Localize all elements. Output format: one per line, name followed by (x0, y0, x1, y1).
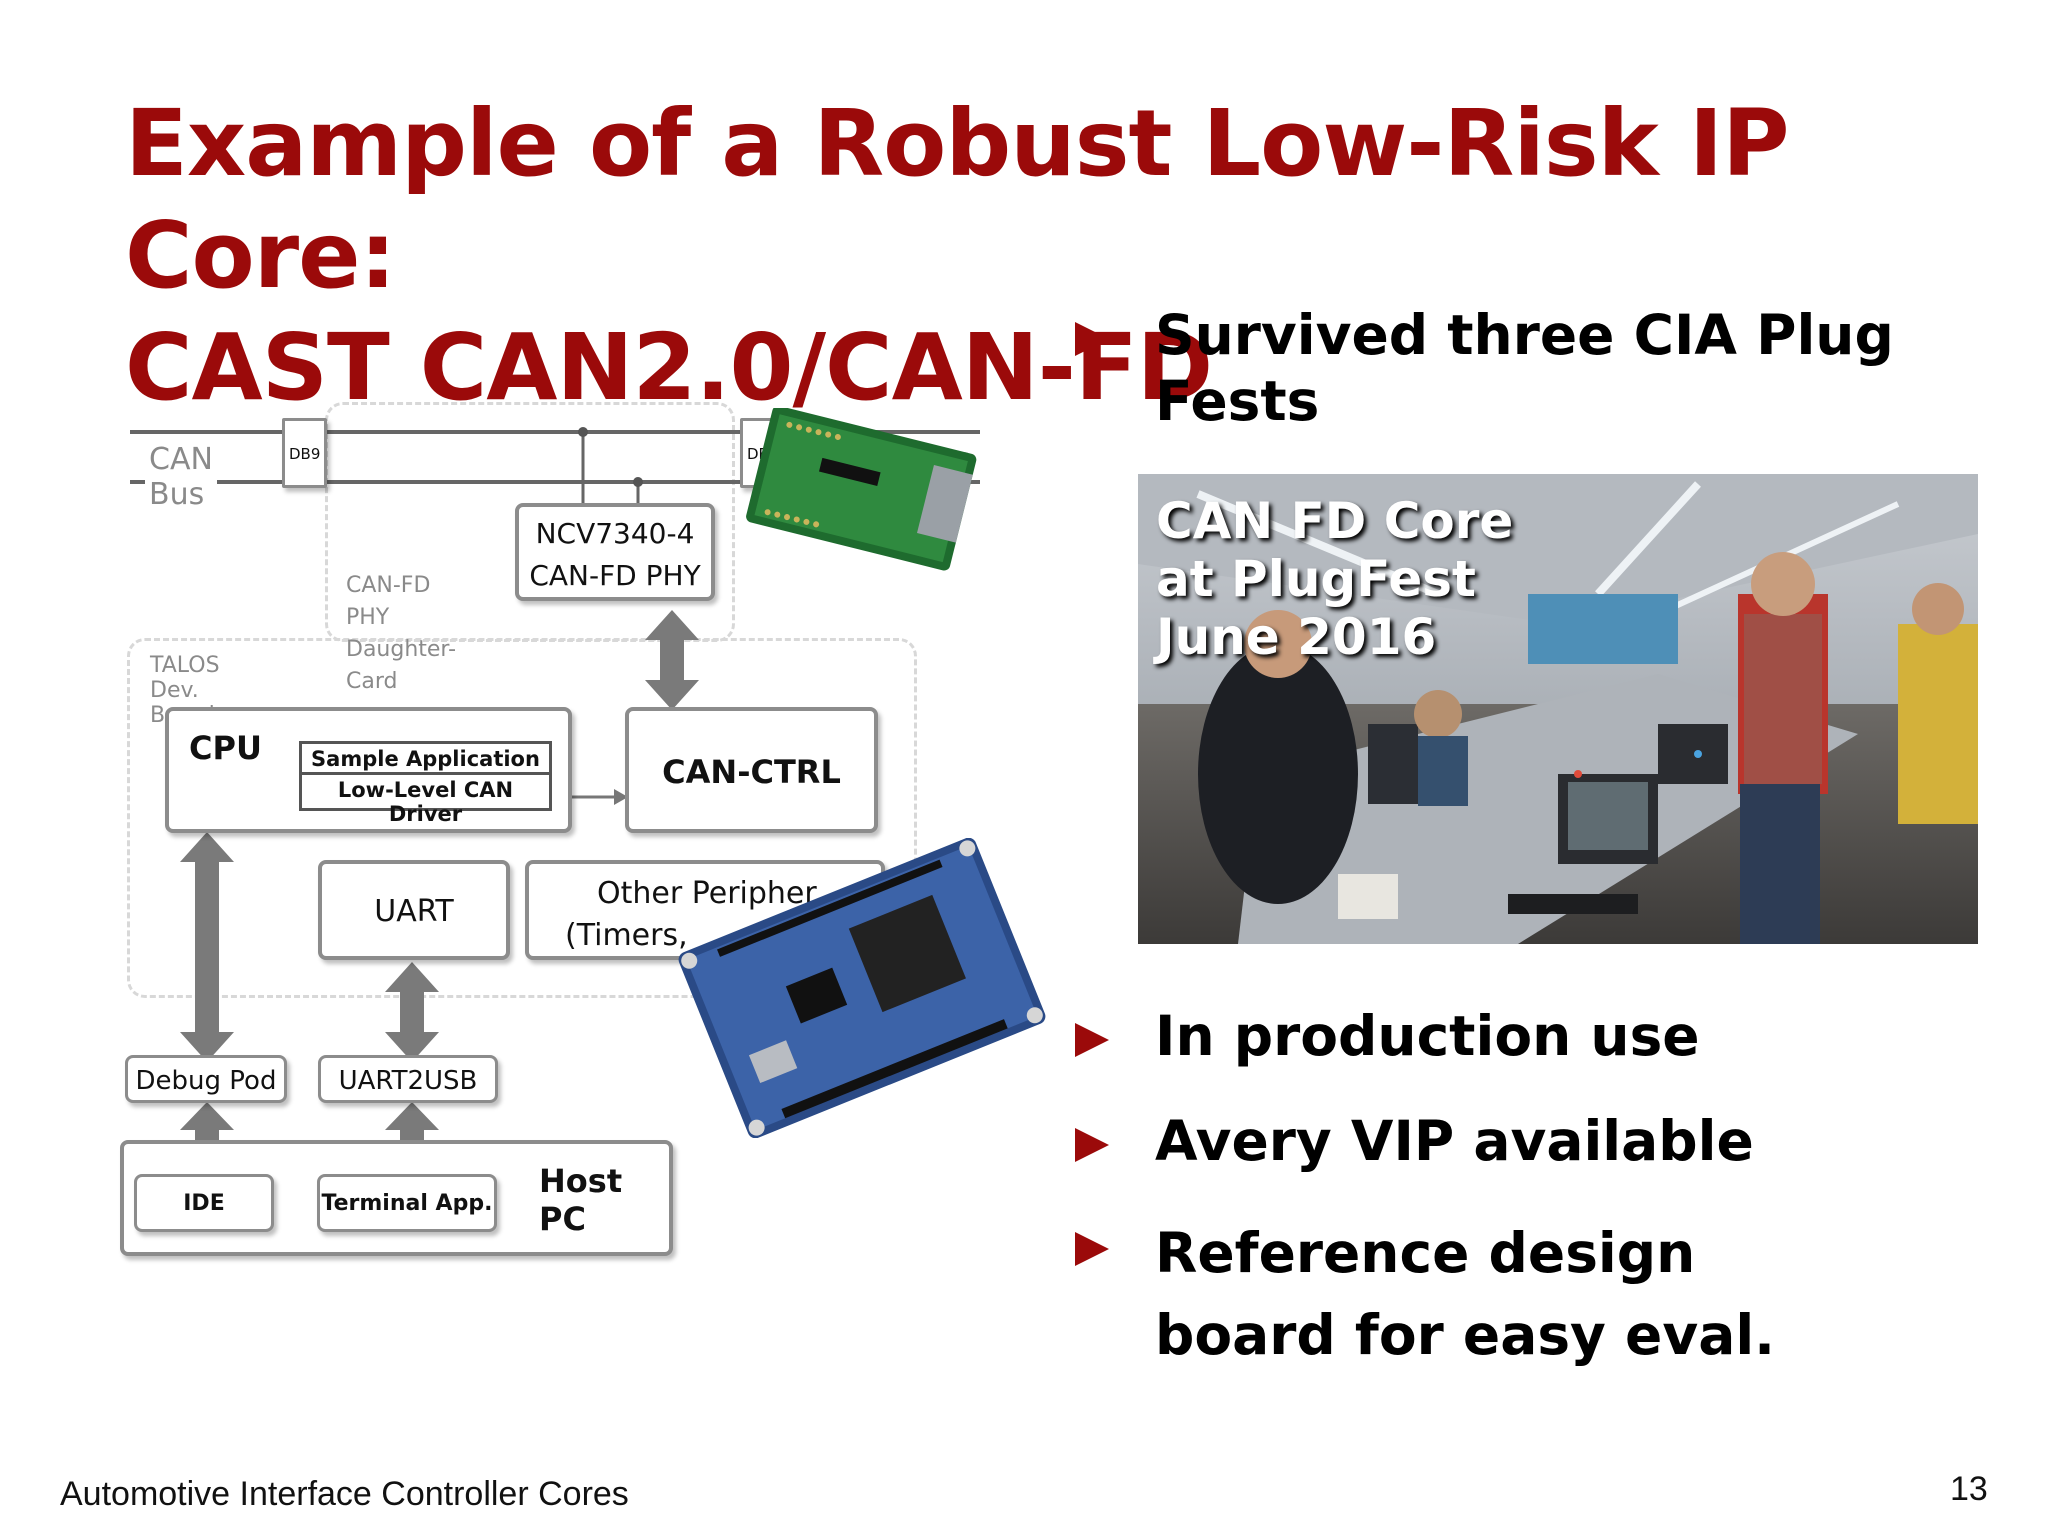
plugfest-photo: CAN FD Core at PlugFest June 2016 (1138, 474, 1978, 944)
slide-title: Example of a Robust Low-Risk IP Core: CA… (125, 88, 2025, 424)
cpu-label: CPU (189, 729, 262, 767)
phy-board-photo (746, 408, 977, 571)
terminal-app-block: Terminal App. (317, 1174, 497, 1232)
bullet-text: board for easy eval. (1155, 1303, 1776, 1367)
bullet-text: Fests (1155, 369, 1320, 433)
page-number: 13 (1950, 1470, 1988, 1508)
daughter-card-label: CAN-FD PHY Daughter-Card (346, 573, 457, 694)
dev-board-photo (678, 838, 1046, 1138)
bullet-text: Avery VIP available (1155, 1109, 1754, 1173)
photo-caption-line: June 2016 (1156, 608, 1437, 666)
phy-block: NCV7340-4 CAN-FD PHY (515, 503, 715, 601)
bullet-arrow-icon (1075, 322, 1109, 356)
talos-board-region (127, 638, 917, 998)
db9-connector-left: DB9 (282, 418, 327, 488)
title-line-1: Example of a Robust Low-Risk IP Core: (125, 90, 1790, 309)
uart-block: UART (318, 860, 510, 960)
can-bus-label: CAN Bus (145, 442, 217, 512)
plugfest-photo-image (1138, 474, 1978, 944)
sample-app-block: Sample Application (299, 741, 552, 775)
bullet-text: Reference design (1155, 1221, 1696, 1285)
photo-caption-line: at PlugFest (1156, 550, 1476, 608)
can-ctrl-block: CAN-CTRL (625, 707, 878, 833)
cpu-block: CPU Sample Application Low-Level CAN Dri… (165, 707, 572, 833)
debug-pod-block: Debug Pod (125, 1055, 287, 1103)
bullet-text: In production use (1155, 1004, 1700, 1068)
bullet-arrow-icon (1075, 1128, 1109, 1162)
ll-driver-block: Low-Level CAN Driver (299, 775, 552, 826)
photo-caption-line: CAN FD Core (1156, 492, 1514, 550)
bullet-arrow-icon (1075, 1232, 1109, 1266)
host-pc-block: Host PC IDE Terminal App. (120, 1140, 673, 1256)
uart2usb-block: UART2USB (318, 1055, 498, 1103)
bullet-text: Survived three CIA Plug (1155, 303, 1894, 367)
bullet-arrow-icon (1075, 1023, 1109, 1057)
ide-block: IDE (134, 1174, 274, 1232)
footer-text: Automotive Interface Controller Cores (60, 1475, 629, 1513)
